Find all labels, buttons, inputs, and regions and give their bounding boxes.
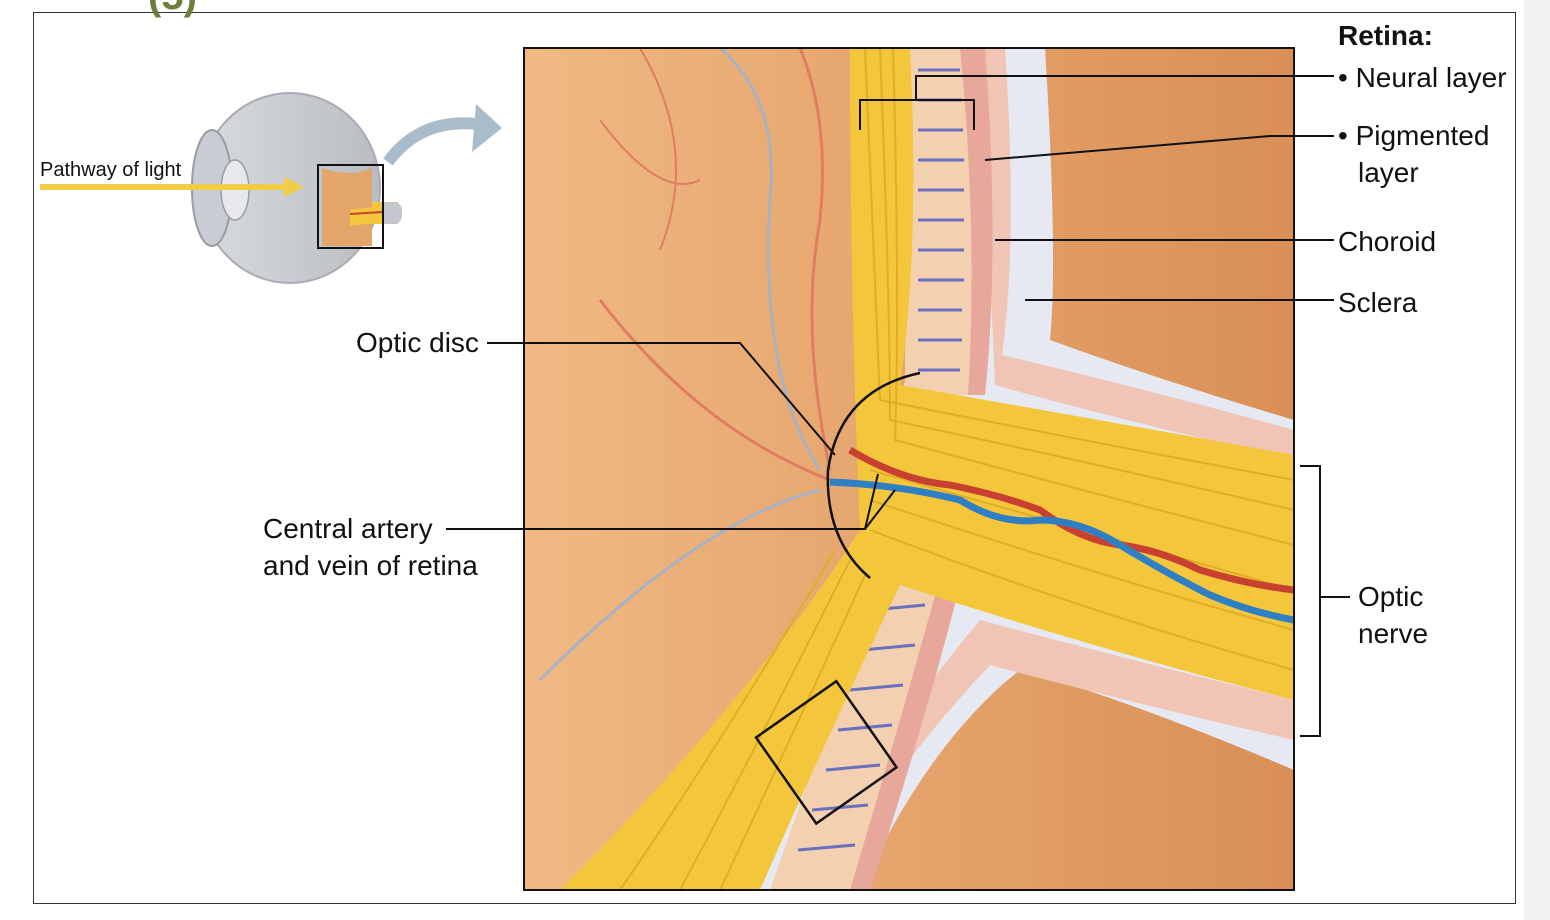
central-vein	[829, 478, 1294, 624]
label-retina-heading: Retina:	[1338, 20, 1433, 51]
cell-detail-box	[754, 679, 899, 826]
label-sclera: Sclera	[1338, 287, 1418, 318]
label-optic-nerve-line1: Optic	[1358, 581, 1424, 612]
label-neural-layer: • Neural layer	[1338, 62, 1507, 93]
figure-panel-mark: (5)	[148, 0, 197, 19]
label-choroid: Choroid	[1338, 226, 1437, 257]
label-central-artery-line1: Central artery	[263, 513, 433, 544]
overview-highlight-box	[317, 164, 384, 249]
detail-panel-border	[523, 47, 1295, 891]
leader-lines	[446, 75, 1350, 737]
retina-detail-panel	[524, 48, 1294, 890]
label-optic-nerve-line2: nerve	[1358, 618, 1429, 649]
neural-layer-lower	[770, 575, 938, 890]
zoom-arrow	[383, 104, 502, 166]
label-pigmented-layer-line2: layer	[1358, 157, 1419, 188]
label-central-artery-line2: and vein of retina	[263, 550, 478, 581]
label-optic-disc: Optic disc	[356, 327, 479, 358]
optic-disc-outline	[826, 371, 921, 579]
scrollbar[interactable]	[1524, 0, 1550, 920]
optic-nerve-fibers	[560, 48, 1294, 890]
label-pigmented-layer-line1: • Pigmented	[1338, 120, 1490, 151]
central-artery	[848, 446, 1294, 594]
label-pathway-of-light: Pathway of light	[40, 159, 182, 181]
light-arrow	[40, 177, 304, 197]
